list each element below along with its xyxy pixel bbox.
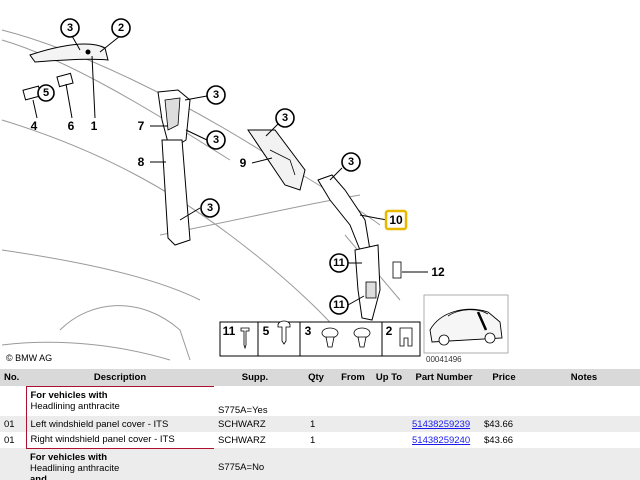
svg-text:11: 11	[333, 299, 345, 311]
col-from: From	[336, 369, 370, 386]
col-price: Price	[480, 369, 528, 386]
legend-5: 5	[263, 324, 270, 338]
group2-extra: and	[30, 473, 47, 480]
callout-2: 2	[111, 18, 131, 38]
svg-text:3: 3	[213, 89, 219, 101]
screw-icon	[240, 327, 250, 350]
label-12: 12	[431, 265, 445, 279]
col-supp: Supp.	[214, 369, 296, 386]
grab-handle-part	[22, 43, 109, 101]
callout-3-d: 3	[275, 108, 295, 128]
col-no: No.	[0, 369, 26, 386]
row2-part-number-link[interactable]: 51438259240	[412, 434, 471, 446]
row2-no: 01	[0, 432, 26, 448]
clip-icon	[321, 327, 339, 339]
diagram-number: 00041496	[426, 355, 462, 364]
label-6: 6	[68, 119, 75, 133]
col-notes: Notes	[528, 369, 640, 386]
table-row[interactable]: 01 Left windshield panel cover - ITS SCH…	[0, 416, 640, 432]
parts-table: No. Description Supp. Qty From Up To Par…	[0, 369, 640, 480]
col-description: Description	[26, 369, 214, 386]
label-7: 7	[138, 119, 145, 133]
callout-10-highlighted[interactable]: 10	[384, 209, 408, 231]
legend-11: 11	[223, 324, 236, 338]
col-upto: Up To	[370, 369, 408, 386]
row2-price: $43.66	[480, 432, 528, 448]
svg-text:3: 3	[213, 134, 219, 146]
row2-supp: SCHWARZ	[214, 432, 296, 448]
svg-text:5: 5	[43, 87, 49, 99]
table-header: No. Description Supp. Qty From Up To Par…	[0, 369, 640, 386]
group2-supp: S775A=No	[214, 448, 296, 480]
row1-description: Left windshield panel cover - ITS	[25, 416, 214, 432]
group1-subtitle: Headlining anthracite	[30, 401, 120, 413]
svg-text:3: 3	[207, 202, 213, 214]
parts-diagram: 3 2 5 3 3 3 3 3 11 11 4 6 1 7 8 9 12 10 …	[1, 18, 509, 361]
callout-3-b: 3	[206, 130, 226, 150]
legend-3: 3	[305, 324, 312, 338]
col-part-number: Part Number	[408, 369, 480, 386]
callout-3-a: 3	[206, 85, 226, 105]
row2-description: Right windshield panel cover - ITS	[25, 432, 214, 449]
svg-text:3: 3	[282, 112, 288, 124]
group1-supp: S775A=Yes	[214, 386, 296, 416]
label-4: 4	[31, 119, 38, 133]
row2-qty: 1	[296, 432, 336, 448]
trim-part-9	[247, 129, 306, 191]
callout-3-top: 3	[60, 18, 80, 38]
row1-supp: SCHWARZ	[214, 416, 296, 432]
copyright: © BMW AG	[6, 353, 53, 363]
callout-11-a: 11	[329, 253, 349, 273]
label-1: 1	[91, 119, 98, 133]
clip-icon-2	[353, 327, 371, 339]
svg-text:3: 3	[348, 156, 354, 168]
svg-text:11: 11	[333, 257, 345, 269]
row1-part-number-link[interactable]: 51438259239	[412, 418, 471, 430]
bracket-icon	[399, 327, 413, 347]
row1-price: $43.66	[480, 416, 528, 432]
callout-11-b: 11	[329, 295, 349, 315]
group-row-2: For vehicles with Headlining anthracite …	[0, 448, 640, 480]
row1-qty: 1	[296, 416, 336, 432]
screw-icon-2	[277, 320, 291, 345]
a-pillar-trim-part	[157, 89, 191, 246]
svg-text:3: 3	[67, 22, 73, 34]
callout-5: 5	[37, 84, 55, 102]
callout-3-e: 3	[341, 152, 361, 172]
car-thumbnail	[423, 294, 509, 354]
legend-2: 2	[386, 324, 393, 338]
fastener-legend: 11 5 3 2	[219, 320, 421, 357]
c-pillar-trim-part-10	[317, 174, 402, 321]
label-8: 8	[138, 155, 145, 169]
group-row-1: For vehicles with Headlining anthracite …	[0, 385, 640, 416]
group2-title: For vehicles with	[30, 451, 108, 463]
row1-no: 01	[0, 416, 26, 432]
svg-text:10: 10	[389, 213, 403, 227]
group2-subtitle: Headlining anthracite	[30, 462, 120, 474]
table-row[interactable]: 01 Right windshield panel cover - ITS SC…	[0, 432, 640, 449]
svg-text:2: 2	[118, 22, 124, 34]
col-qty: Qty	[296, 369, 336, 386]
callout-3-c: 3	[200, 198, 220, 218]
label-9: 9	[240, 156, 247, 170]
group1-title: For vehicles with	[30, 390, 108, 402]
